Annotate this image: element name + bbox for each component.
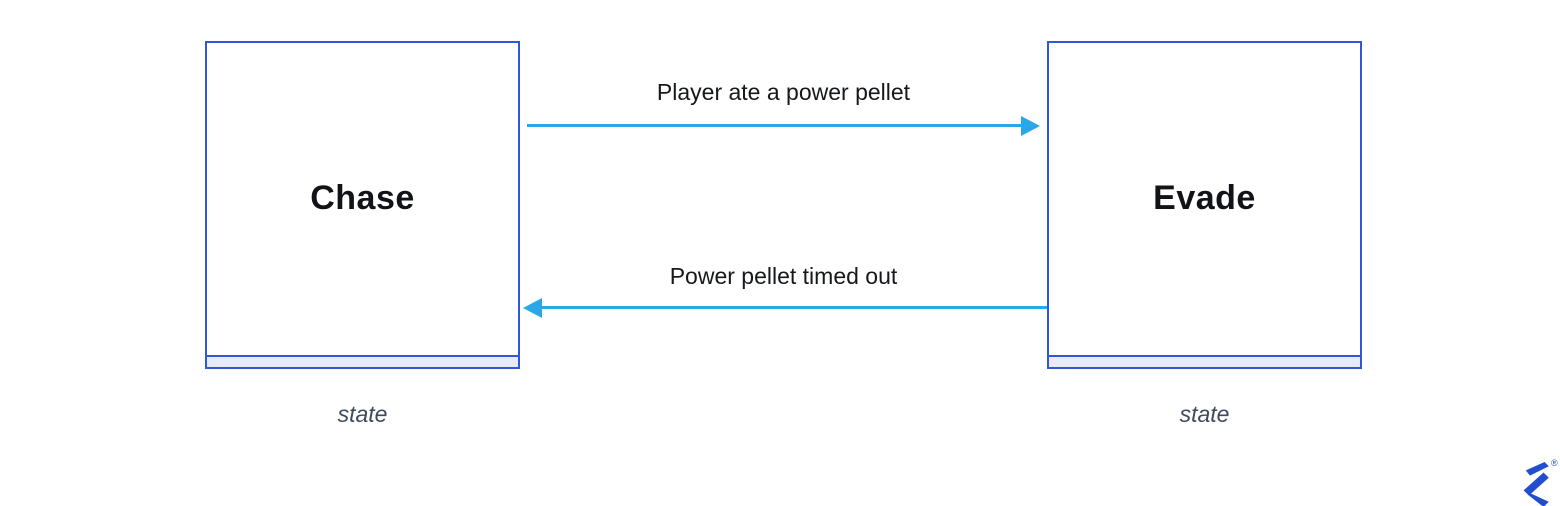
state-name-evade: Evade bbox=[1153, 178, 1256, 217]
arrowhead-left-icon bbox=[523, 298, 542, 318]
transition-arrow-evade-to-chase bbox=[541, 306, 1047, 309]
state-name-chase: Chase bbox=[310, 178, 415, 217]
state-caption-evade: state bbox=[1179, 401, 1230, 427]
toptal-logo-icon bbox=[1523, 462, 1549, 506]
transition-arrow-chase-to-evade bbox=[527, 124, 1022, 127]
toptal-logo: ® bbox=[1511, 458, 1560, 506]
transition-label-chase-to-evade: Player ate a power pellet bbox=[656, 79, 911, 105]
state-node-evade[interactable]: Evade bbox=[1047, 41, 1362, 369]
transition-label-evade-to-chase: Power pellet timed out bbox=[669, 263, 898, 289]
registered-trademark-symbol: ® bbox=[1551, 458, 1558, 468]
state-compartment bbox=[1049, 355, 1360, 367]
state-caption-chase: state bbox=[337, 401, 388, 427]
state-node-chase[interactable]: Chase bbox=[205, 41, 520, 369]
state-compartment bbox=[207, 355, 518, 367]
arrowhead-right-icon bbox=[1021, 116, 1040, 136]
